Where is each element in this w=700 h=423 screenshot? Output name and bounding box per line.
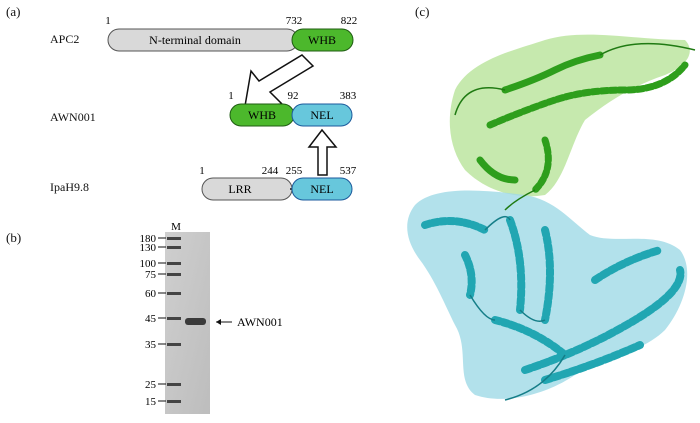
ipah-pos-244: 244 <box>262 165 279 177</box>
awn001-pos-1: 1 <box>228 90 234 102</box>
ladder: 180 130 100 75 60 45 35 25 15 <box>140 233 181 408</box>
whb-loops <box>454 42 696 211</box>
awn001-nel-domain <box>291 103 353 127</box>
ladder-band <box>167 273 181 276</box>
ladder-label: 25 <box>145 379 157 391</box>
arrow-nel-transfer <box>307 128 338 176</box>
apc2-whb-text: WHB <box>308 33 336 47</box>
ladder-label: 45 <box>145 313 157 325</box>
awn001-pos-92: 92 <box>288 90 299 102</box>
ladder-label: 35 <box>145 339 157 351</box>
protein-structure-render <box>407 34 696 401</box>
domain-architecture-diagram: N-terminal domain WHB 1 732 822 WHB NEL … <box>105 15 358 201</box>
ladder-label: 130 <box>140 242 157 254</box>
ladder-band <box>167 246 181 249</box>
band-arrow-head <box>216 319 221 325</box>
ipah-nel-domain <box>291 177 353 201</box>
nel-cartoon <box>421 216 685 384</box>
awn001-band <box>185 318 206 325</box>
ipah-pos-537: 537 <box>340 165 357 177</box>
ipah-lrr-text: LRR <box>228 182 251 196</box>
whb-surface <box>449 34 690 197</box>
ladder-band <box>167 343 181 346</box>
awn001-label: AWN001 <box>50 110 96 124</box>
awn001-nel-text: NEL <box>310 108 333 122</box>
apc2-nterm-text: N-terminal domain <box>149 33 241 47</box>
apc2-pos-732: 732 <box>286 15 303 27</box>
ladder-band <box>167 292 181 295</box>
ladder-band <box>167 262 181 265</box>
apc2-label: APC2 <box>50 32 80 46</box>
ladder-label: 15 <box>145 396 157 408</box>
apc2-pos-1: 1 <box>105 15 111 27</box>
ladder-label: 75 <box>145 269 157 281</box>
apc2-whb-domain <box>291 28 354 52</box>
panel-a-label: (a) <box>6 4 21 19</box>
ladder-label: 100 <box>140 258 157 270</box>
ladder-band <box>167 383 181 386</box>
apc2-pos-822: 822 <box>341 15 358 27</box>
awn001-whb-text: WHB <box>248 108 276 122</box>
ipah-pos-1: 1 <box>199 165 205 177</box>
panel-c-label: (c) <box>415 4 430 19</box>
nel-loops <box>469 215 566 401</box>
ipah-pos-255: 255 <box>286 165 303 177</box>
awn001-pos-383: 383 <box>340 90 357 102</box>
band-label: AWN001 <box>237 315 283 329</box>
panel-b-label: (b) <box>6 230 22 245</box>
ladder-band <box>167 237 181 240</box>
ladder-band <box>167 317 181 320</box>
sds-page-gel: M 180 130 100 75 60 45 35 25 15 AWN001 <box>140 221 283 414</box>
arrow-whb-transfer <box>244 54 315 107</box>
ipah-nel-text: NEL <box>310 182 333 196</box>
ladder-label: 180 <box>140 233 157 245</box>
ladder-label: 60 <box>145 288 157 300</box>
ipah98-label: IpaH9.8 <box>50 180 89 194</box>
ladder-band <box>167 400 181 403</box>
whb-cartoon <box>476 51 689 194</box>
marker-lane-label: M <box>171 221 181 233</box>
